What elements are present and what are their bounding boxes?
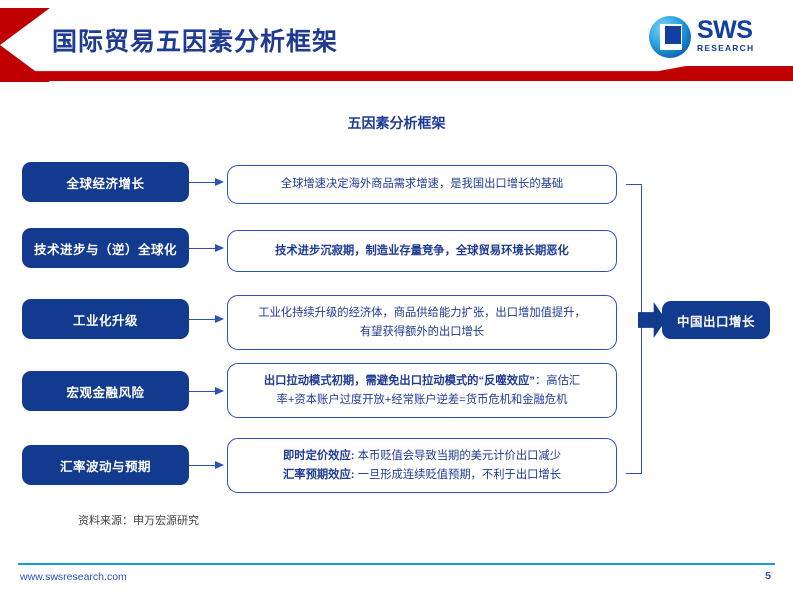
footer-page-number: 5 [765,570,771,582]
description-line: 汇率预期效应: 一旦形成连续贬值预期，不利于出口增长 [283,466,561,485]
description-line: 出口拉动模式初期，需避免出口拉动模式的“反噬效应”：高估汇 [264,372,580,391]
factor-box-fx-volatility[interactable]: 汇率波动与预期 [22,445,189,485]
description-rest: 一旦形成连续贬值预期，不利于出口增长 [354,468,562,481]
factor-box-industrial-upgrade[interactable]: 工业化升级 [22,299,189,339]
arrow-icon-2 [189,244,227,253]
chart-title: 五因素分析框架 [347,115,446,131]
result-box-china-export-growth[interactable]: 中国出口增长 [662,301,770,339]
sws-logo-icon [649,16,691,58]
description-strong: 出口拉动模式初期，需避免出口拉动模式的“反噬效应” [263,374,535,387]
description-box-4[interactable]: 出口拉动模式初期，需避免出口拉动模式的“反噬效应”：高估汇 率+资本账户过度开放… [227,363,617,418]
arrow-icon-4 [189,387,227,396]
description-line: 技术进步沉寂期，制造业存量竞争，全球贸易环境长期恶化 [275,244,569,257]
logo-brand-subtitle: RESEARCH [697,43,755,53]
source-note: 资料来源：申万宏源研究 [78,515,199,527]
sws-logo: SWS RESEARCH [649,14,769,62]
factor-box-macro-financial-risk[interactable]: 宏观金融风险 [22,371,189,411]
description-box-5[interactable]: 即时定价效应: 本币贬值会导致当期的美元计价出口减少 汇率预期效应: 一旦形成连… [227,438,617,493]
description-rest: ：高估汇 [534,374,581,387]
page-title: 国际贸易五因素分析框架 [52,28,339,56]
arrow-icon-1 [189,178,227,187]
slide-header: 国际贸易五因素分析框架 SWS RESEARCH [0,0,793,90]
sws-logo-text: SWS RESEARCH [697,18,754,54]
description-line: 有望获得额外的出口增长 [359,325,485,338]
arrow-icon-5 [189,461,227,470]
description-strong: 即时定价效应: [282,449,355,462]
description-box-3[interactable]: 工业化持续升级的经济体，商品供给能力扩张，出口增加值提升， 有望获得额外的出口增… [227,295,617,350]
footer-divider [18,563,775,565]
footer-website-url[interactable]: www.swsresearch.com [20,571,127,583]
description-line: 工业化持续升级的经济体，商品供给能力扩张，出口增加值提升， [258,306,586,319]
description-line: 全球增速决定海外商品需求增速，是我国出口增长的基础 [280,178,564,190]
grouping-bracket [626,184,642,474]
factor-box-global-growth[interactable]: 全球经济增长 [22,162,189,202]
logo-brand-name: SWS [697,16,753,44]
description-box-2[interactable]: 技术进步沉寂期，制造业存量竞争，全球贸易环境长期恶化 [227,230,617,272]
description-strong: 汇率预期效应: [282,468,355,481]
factor-box-technology-globalization[interactable]: 技术进步与（逆）全球化 [22,228,189,268]
description-line: 率+资本账户过度开放+经常账户逆差=货币危机和金融危机 [276,393,568,406]
arrow-icon-3 [189,315,227,324]
description-box-1[interactable]: 全球增速决定海外商品需求增速，是我国出口增长的基础 [227,165,617,204]
description-rest: 本币贬值会导致当期的美元计价出口减少 [354,449,562,462]
description-line: 即时定价效应: 本币贬值会导致当期的美元计价出口减少 [283,447,561,466]
